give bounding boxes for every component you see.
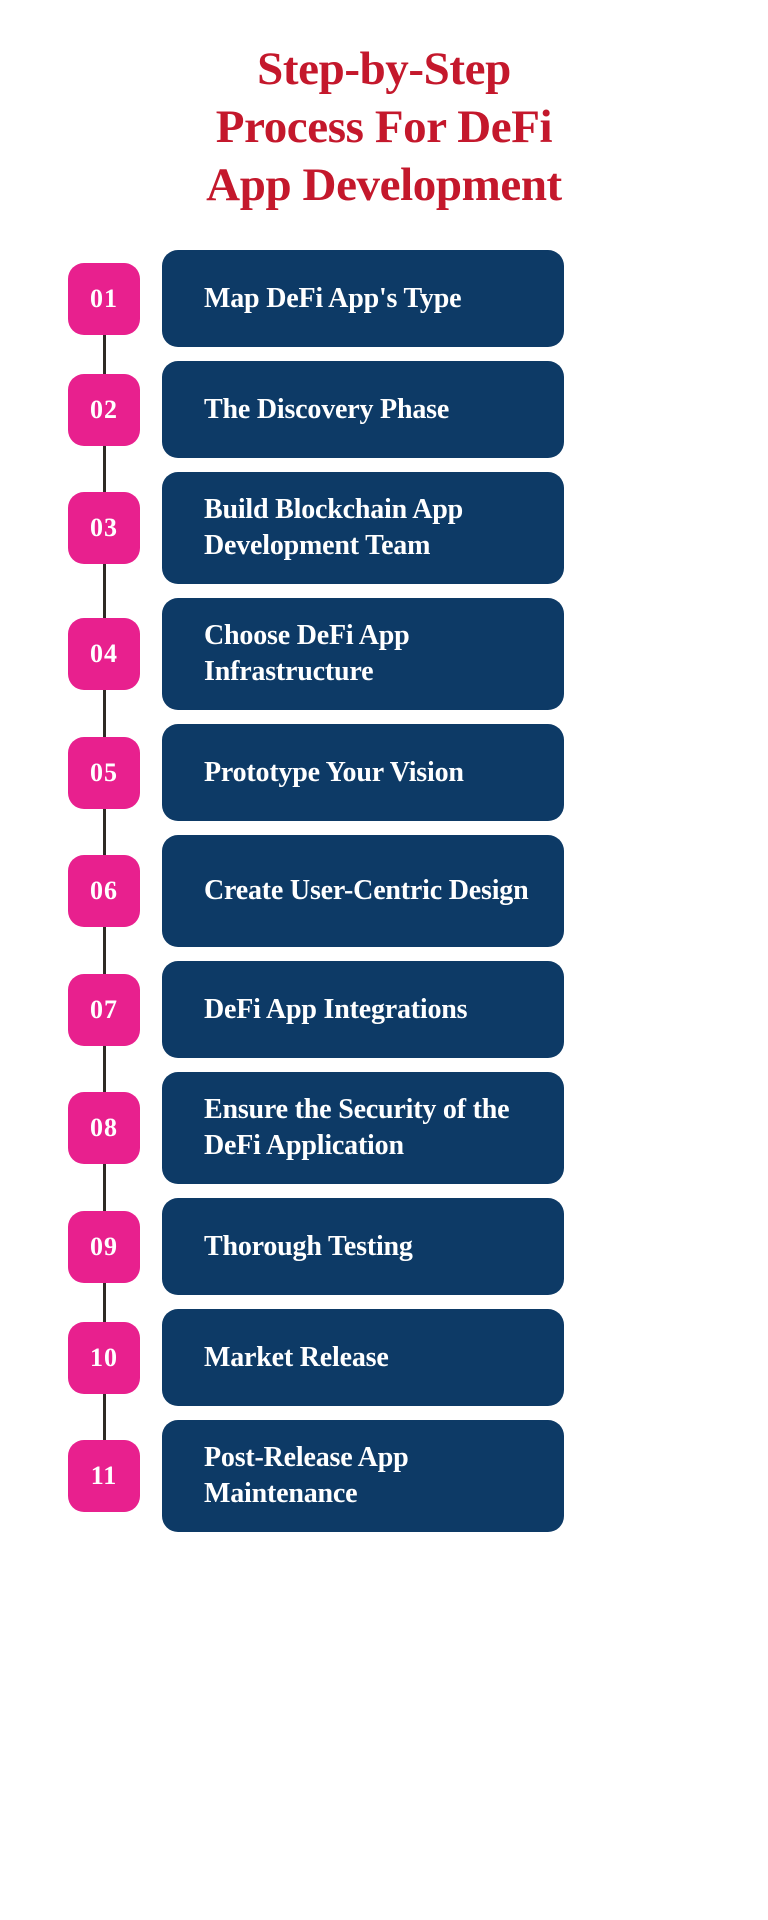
title-line-1: Step-by-Step [257, 43, 511, 95]
step-number-badge[interactable]: 04 [68, 618, 140, 690]
step-label: Ensure the Security of the DeFi Applicat… [204, 1094, 510, 1161]
title-line-2: Process For DeFi [215, 101, 553, 153]
step-label: Create User-Centric Design [204, 875, 529, 906]
step-number-label: 11 [90, 1461, 118, 1490]
step-card[interactable]: Market Release [162, 1309, 564, 1406]
step-row[interactable]: 07 DeFi App Integrations [0, 961, 768, 1058]
step-number-badge[interactable]: 06 [68, 855, 140, 927]
step-card[interactable]: Thorough Testing [162, 1198, 564, 1295]
step-label: The Discovery Phase [204, 393, 450, 425]
step-row[interactable]: 05 Prototype Your Vision [0, 724, 768, 821]
step-card[interactable]: Build Blockchain App Development Team [162, 472, 564, 584]
step-row[interactable]: 03 Build Blockchain App Development Team [0, 472, 768, 584]
step-number-badge[interactable]: 10 [68, 1321, 140, 1394]
step-number-label: 08 [90, 1113, 118, 1142]
step-number-label: 01 [90, 283, 118, 313]
step-label: Thorough Testing [204, 1230, 413, 1262]
step-number-label: 07 [90, 994, 118, 1024]
step-card[interactable]: Ensure the Security of the DeFi Applicat… [162, 1072, 564, 1184]
step-label: Choose DeFi App Infrastructure [204, 620, 410, 687]
step-label: Map DeFi App's Type [204, 282, 462, 314]
step-card[interactable]: Map DeFi App's Type [162, 250, 564, 347]
step-card[interactable]: Prototype Your Vision [162, 724, 564, 821]
step-label: Post-Release App Maintenance [204, 1442, 409, 1509]
step-row[interactable]: 09 Thorough Testing [0, 1198, 768, 1295]
step-number-label: 03 [90, 513, 118, 542]
step-number-badge[interactable]: 03 [68, 492, 140, 564]
step-card[interactable]: DeFi App Integrations [162, 961, 564, 1058]
step-row[interactable]: 01 Map DeFi App's Type [0, 250, 768, 347]
step-number-label: 05 [90, 757, 118, 787]
step-number-badge[interactable]: 11 [68, 1440, 140, 1512]
step-row[interactable]: 08 Ensure the Security of the DeFi Applic… [0, 1072, 768, 1184]
step-number-label: 10 [90, 1342, 118, 1372]
step-row[interactable]: 11 Post-Release App Maintenance [0, 1420, 768, 1532]
title-line-3: App Development [206, 159, 562, 211]
step-number-badge[interactable]: 07 [68, 973, 140, 1046]
step-card[interactable]: Create User-Centric Design [162, 835, 564, 947]
step-number-label: 06 [90, 876, 118, 905]
step-label: Build Blockchain App Development Team [204, 494, 464, 561]
page-title: Step-by-Step Process For DeFi App Develo… [0, 0, 768, 214]
step-number-badge[interactable]: 09 [68, 1210, 140, 1283]
step-number-badge[interactable]: 02 [68, 373, 140, 446]
steps-list: 01 Map DeFi App's Type 02 The Discovery Pha… [0, 250, 768, 1532]
step-number-badge[interactable]: 05 [68, 736, 140, 809]
step-row[interactable]: 06 Create User-Centric Design [0, 835, 768, 947]
step-label: Market Release [204, 1341, 389, 1373]
step-row[interactable]: 10 Market Release [0, 1309, 768, 1406]
step-number-badge[interactable]: 01 [68, 262, 140, 335]
step-label: DeFi App Integrations [204, 993, 468, 1025]
step-number-label: 04 [90, 639, 118, 668]
step-label: Prototype Your Vision [204, 756, 464, 788]
step-row[interactable]: 02 The Discovery Phase [0, 361, 768, 458]
step-number-label: 02 [90, 394, 118, 424]
step-number-label: 09 [90, 1231, 118, 1261]
step-number-badge[interactable]: 08 [68, 1092, 140, 1164]
step-card[interactable]: Choose DeFi App Infrastructure [162, 598, 564, 710]
step-card[interactable]: The Discovery Phase [162, 361, 564, 458]
step-row[interactable]: 04 Choose DeFi App Infrastructure [0, 598, 768, 710]
step-card[interactable]: Post-Release App Maintenance [162, 1420, 564, 1532]
